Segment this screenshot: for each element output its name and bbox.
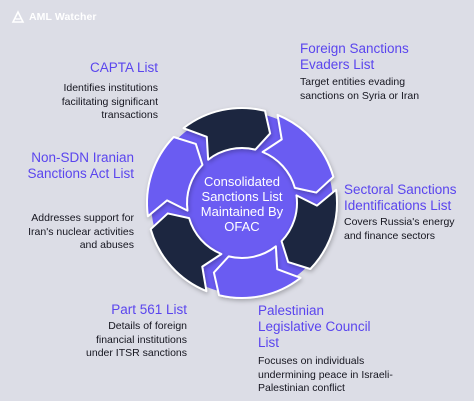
aml-watcher-logo-icon [11, 10, 25, 23]
center-label-line: Maintained By [200, 204, 284, 219]
palestinian-legislative-council-list-title: Palestinian Legislative Council List [258, 303, 371, 350]
non-sdn-iranian-sanctions-act-list-title: Non-SDN Iranian Sanctions Act List [27, 150, 134, 181]
palestinian-council-segment [212, 245, 302, 299]
sectoral-sanctions-identifications-list-description: Covers Russia's energy and finance secto… [344, 216, 455, 242]
foreign-sanctions-evaders-list-description: Target entities evading sanctions on Syr… [300, 76, 420, 102]
center-label: Consolidated Sanctions List Maintained B… [182, 174, 302, 234]
capta-segment [182, 107, 272, 161]
capta-list-description: Identifies institutions facilitating sig… [61, 82, 158, 121]
palestinian-legislative-council-list-description: Focuses on individuals undermining peace… [258, 355, 393, 394]
foreign-sanctions-evaders-segment [261, 113, 335, 194]
center-label-line: Sanctions List [201, 189, 283, 204]
foreign-sanctions-evaders-list-title: Foreign Sanctions Evaders List [300, 41, 409, 72]
part-561-list-description: Details of foreign financial institution… [86, 320, 187, 359]
non-sdn-iranian-segment [146, 136, 204, 218]
brand-logo: AML Watcher [11, 10, 97, 24]
part-561-list-title: Part 561 List [111, 302, 187, 317]
brand-name: AML Watcher [29, 11, 97, 23]
center-label-line: OFAC [224, 219, 260, 234]
capta-list-title: CAPTA List [89, 60, 158, 75]
sectoral-sanctions-identifications-list-title: Sectoral Sanctions Identifications List [344, 182, 457, 213]
part-561-segment [149, 212, 223, 293]
sectoral-sanctions-segment [280, 188, 338, 270]
center-label-line: Consolidated [204, 174, 280, 189]
non-sdn-iranian-sanctions-act-list-description: Addresses support for Iran's nuclear act… [28, 212, 134, 251]
